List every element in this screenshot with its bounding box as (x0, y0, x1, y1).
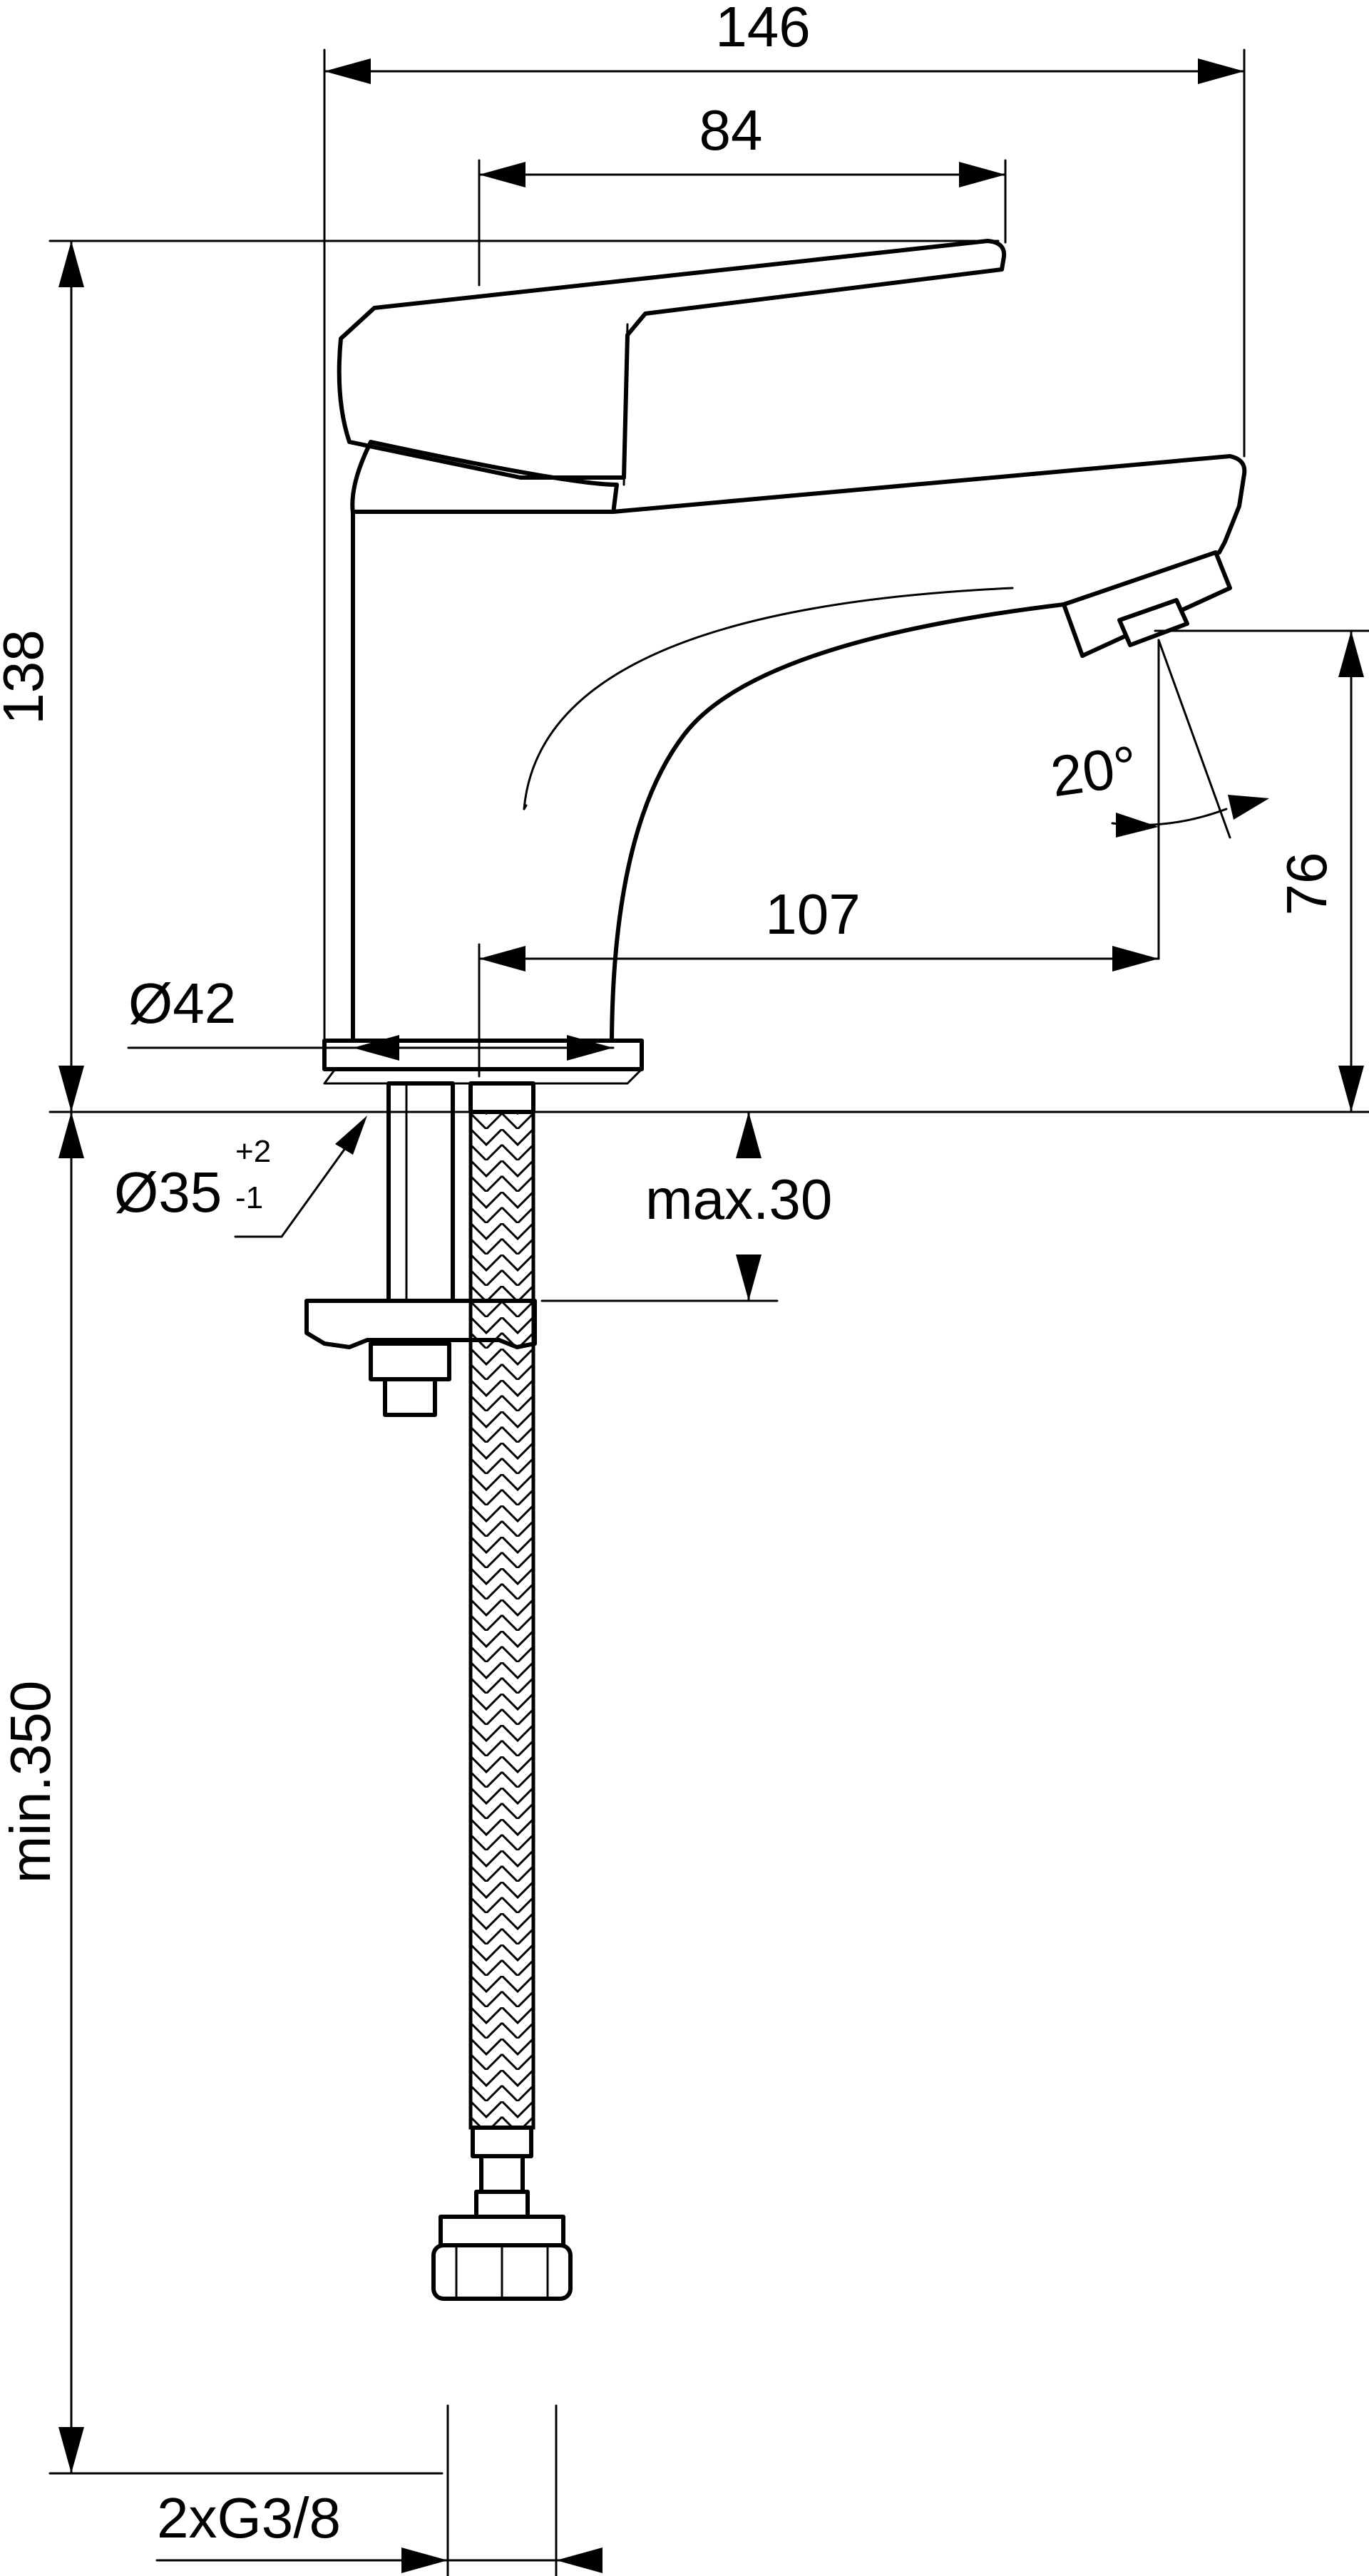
braided-hose (468, 1110, 535, 2130)
dim-connection: 2xG3/8 (155, 2404, 603, 2576)
threaded-rod (386, 1081, 455, 1303)
dim-spout-height-label: 76 (1275, 852, 1338, 916)
dim-spout-reach-label: 107 (765, 882, 860, 946)
lever-handle (337, 239, 1007, 480)
dim-base-diameter-label: Ø42 (128, 972, 236, 1035)
dim-spout-angle: 20° (1047, 639, 1269, 960)
spout-highlight-end (523, 804, 528, 810)
dim-hose-length: min.350 (0, 1111, 443, 2475)
dim-height-label: 138 (0, 629, 55, 724)
aerator-insert (1117, 598, 1189, 647)
aerator (1062, 550, 1232, 658)
dim-height: 138 (0, 239, 1369, 1113)
lever-grip-line (622, 323, 629, 486)
dim-hose-length-label: min.350 (0, 1681, 62, 1884)
dim-max-thickness-label: max.30 (645, 1168, 832, 1231)
dim-lever-length: 84 (478, 98, 1007, 287)
spout-highlight (523, 587, 1014, 810)
faucet-body (322, 239, 1247, 1085)
dim-hole-tol-minus: -1 (235, 1180, 263, 1215)
dim-base-diameter: Ø42 (127, 972, 615, 1061)
fixing-bolt (383, 1377, 437, 1417)
dim-spout-reach: 107 (478, 882, 1160, 1078)
hose-fitting (431, 2126, 573, 2301)
spout-body (351, 454, 1247, 1043)
fixing-nut (369, 1341, 451, 1381)
dim-lever-length-label: 84 (699, 98, 763, 162)
dim-connection-label: 2xG3/8 (157, 2486, 341, 2550)
lever-base (350, 440, 619, 515)
dim-hole-diameter: Ø35 +2 -1 (114, 1116, 367, 1238)
dim-overall-width: 146 (323, 0, 1246, 1042)
dim-overall-width-label: 146 (715, 0, 810, 58)
dim-hole-diameter-label: Ø35 (114, 1160, 222, 1224)
dim-spout-height: 76 (1154, 629, 1369, 1113)
dim-hole-tol-plus: +2 (235, 1134, 271, 1169)
mounting-assembly (304, 1081, 573, 2301)
dim-spout-angle-label: 20° (1047, 733, 1141, 808)
dim-max-thickness: max.30 (540, 1111, 832, 1302)
